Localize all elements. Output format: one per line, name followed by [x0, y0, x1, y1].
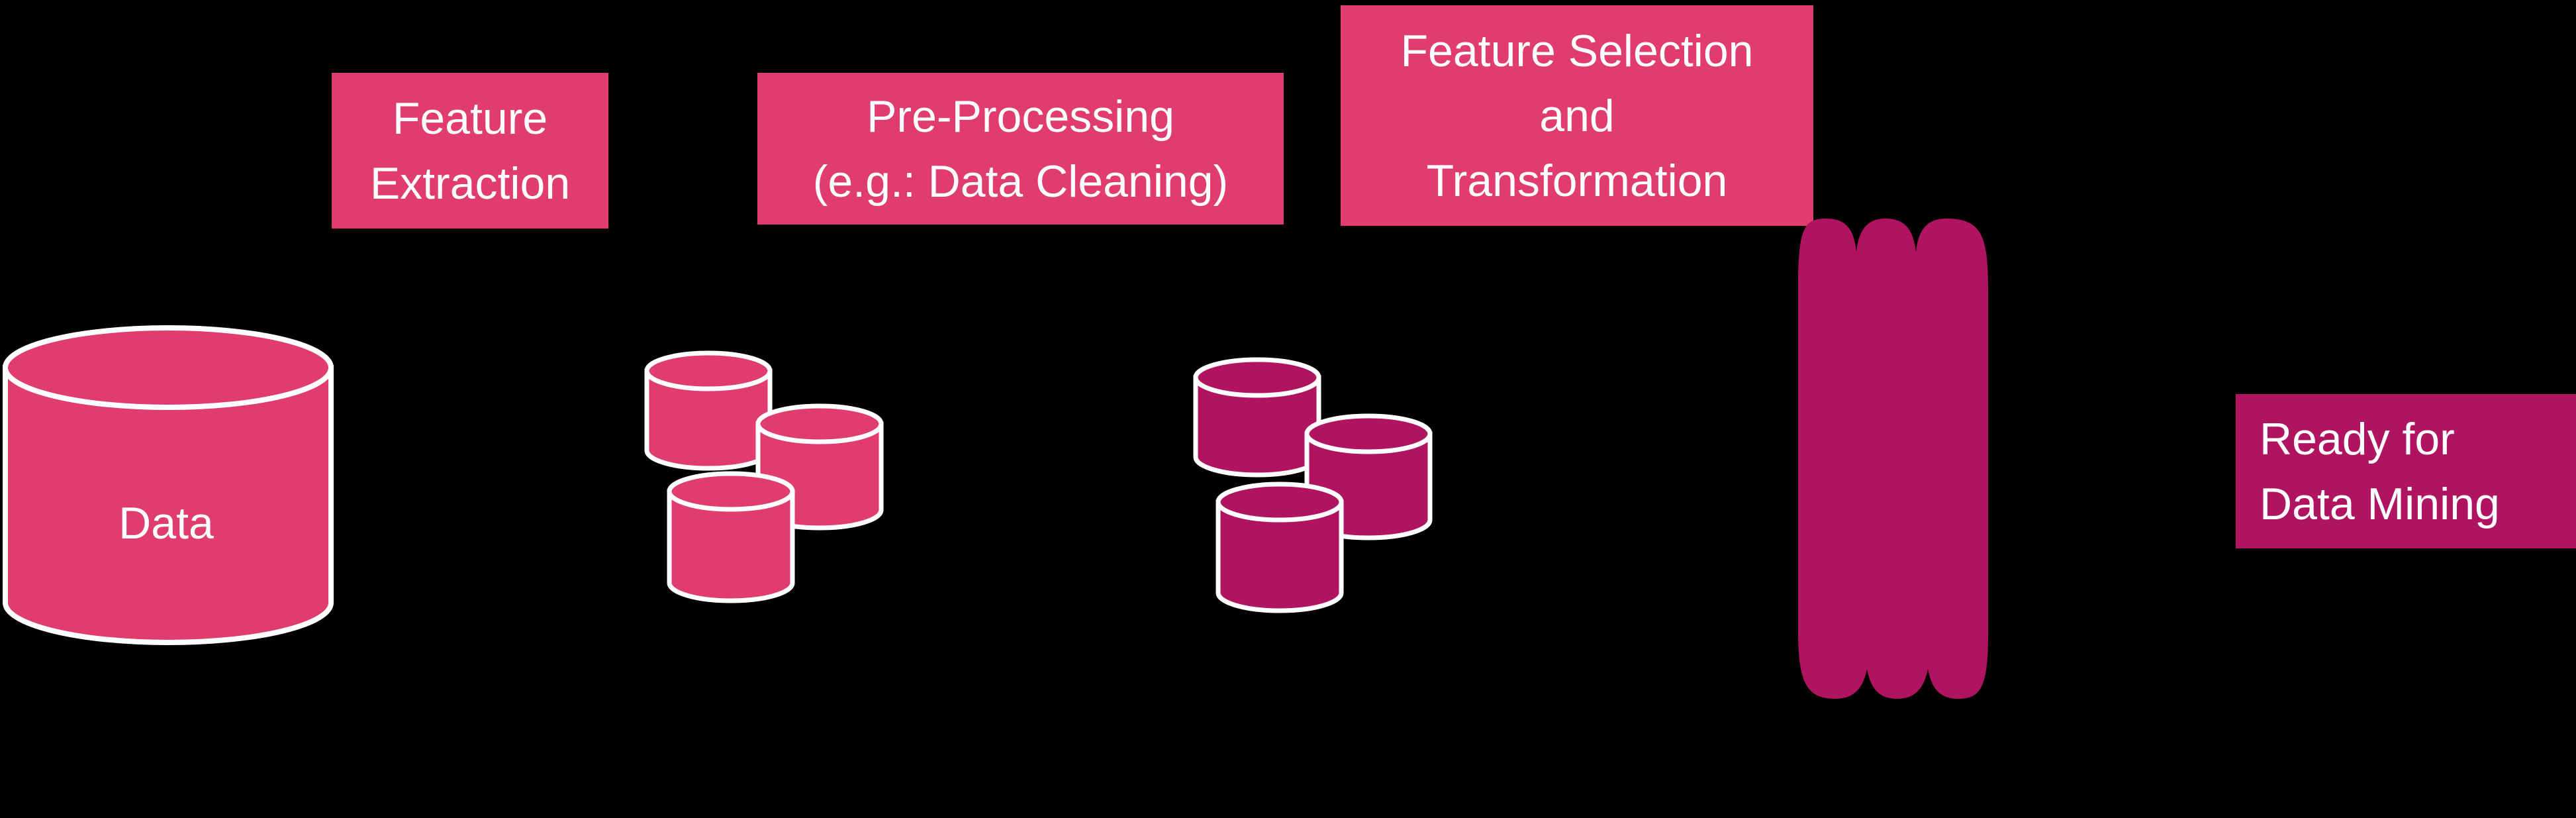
feature-extraction-box: Feature Extraction [332, 73, 608, 229]
small-cylinder-icon [1216, 482, 1344, 613]
small-cylinder-icon [644, 350, 773, 471]
small-cylinder-icon [755, 403, 884, 531]
small-cylinder-icon [1193, 357, 1321, 478]
ready-for-mining-label: Ready for Data Mining [2260, 413, 2500, 529]
feature-selection-label: Feature Selection and Transformation [1400, 25, 1754, 206]
pre-processing-box: Pre-Processing (e.g.: Data Cleaning) [757, 73, 1284, 225]
ready-for-mining-box: Ready for Data Mining [2236, 394, 2576, 548]
pre-processing-label: Pre-Processing (e.g.: Data Cleaning) [812, 91, 1229, 207]
feature-extraction-label: Feature Extraction [369, 93, 571, 209]
feature-selection-box: Feature Selection and Transformation [1341, 5, 1813, 226]
extracted-features-cylinders-icon [644, 350, 884, 603]
cleaned-data-cylinders-icon [1193, 357, 1433, 613]
data-cylinder-icon [2, 325, 334, 645]
small-cylinder-icon [667, 471, 795, 603]
transformed-data-stack-icon [1798, 219, 1988, 699]
data-store-label: Data [119, 498, 214, 548]
